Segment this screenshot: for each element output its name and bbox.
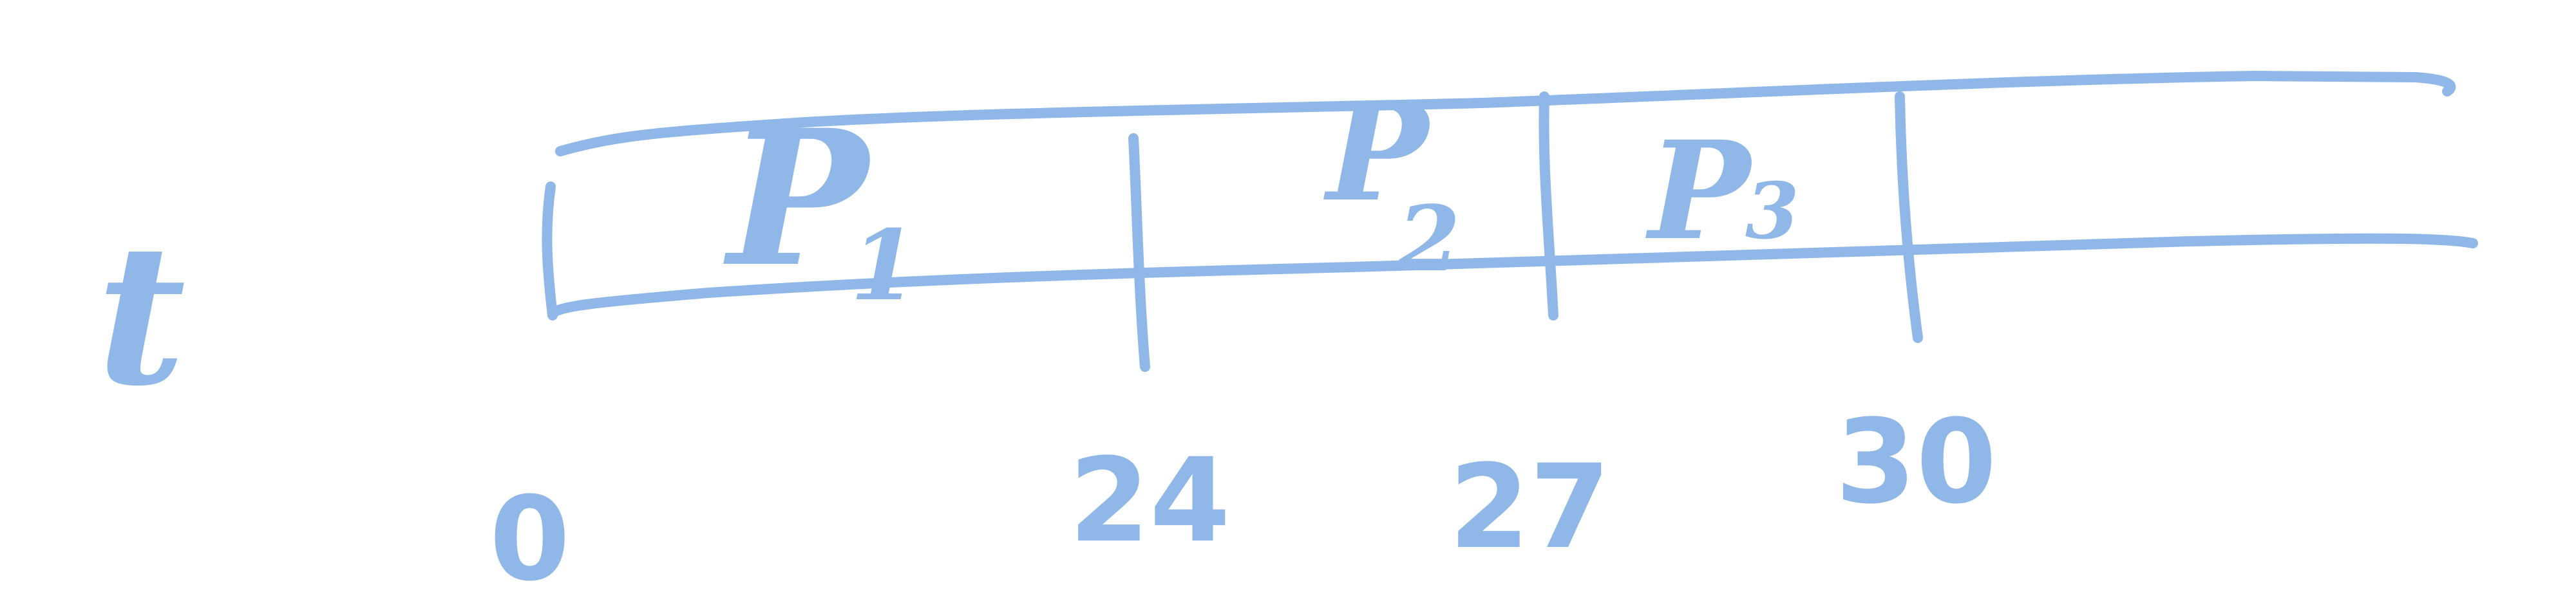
process-p3-subscript: 3 [1745,166,1799,257]
time-axis-label-text: t [97,201,186,429]
process-p1-symbol: P [722,89,874,308]
bar-bottom-edge [549,233,2478,317]
tick-label-0: 0 [489,472,570,592]
process-p3: P 3 [1645,111,1799,270]
divider-p1-p2 [1128,133,1150,372]
process-p2-subscript: 2 [1397,187,1460,292]
process-p2-symbol: P [1323,73,1432,232]
process-p3-symbol: P [1645,111,1754,270]
process-p2: P 2 [1323,73,1460,292]
tick-label-30: 30 [1835,395,1997,530]
tick-label-27: 27 [1449,440,1611,575]
process-p1: P 1 [722,89,917,322]
time-axis-label: t [97,201,186,429]
divider-p3-end [1895,91,1923,343]
divider-p2-p3 [1539,91,1558,320]
process-p1-subscript: 1 [850,209,917,322]
tick-label-24: 24 [1069,434,1231,568]
tick-labels: 0 24 27 30 [489,395,1997,592]
bar-top-edge [555,71,2456,156]
bar-left-border [542,181,558,320]
